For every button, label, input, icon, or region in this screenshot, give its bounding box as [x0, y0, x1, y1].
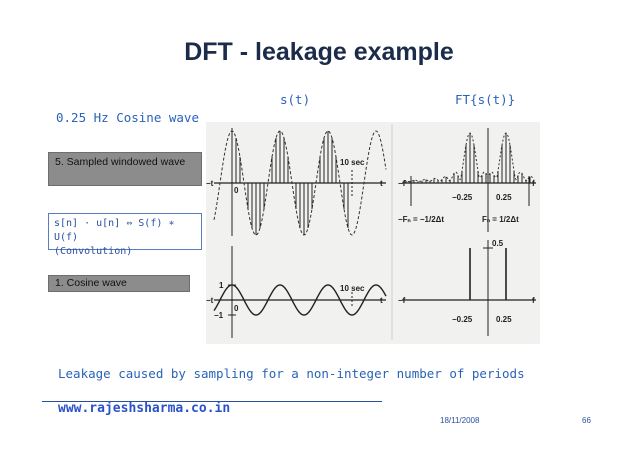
top-freq-sinc-envelope — [404, 132, 535, 183]
bottom-time-plot: 10 sec −t t 0 1 −1 — [206, 246, 387, 338]
bottom-time-minus-one: −1 — [214, 311, 224, 320]
bottom-freq-neg-f-label: −f — [398, 296, 406, 305]
bottom-time-one: 1 — [219, 281, 224, 290]
top-freq-pos-tick: 0.25 — [496, 193, 512, 202]
top-freq-neg-tick: −0.25 — [452, 193, 473, 202]
convolution-label: (Convolution) — [54, 246, 133, 257]
convolution-box: s[n] · u[n] ⇔ S(f) ∗ U(f) (Convolution) — [48, 213, 202, 257]
slide-title: DFT - leakage example — [184, 38, 454, 66]
top-time-neg-label: −t — [206, 179, 214, 188]
top-time-marker: 10 sec — [340, 158, 365, 167]
footer-divider — [42, 401, 382, 402]
top-time-plot: 10 sec −t t 0 — [206, 128, 387, 236]
bottom-freq-neg-tick: −0.25 — [452, 315, 473, 324]
convolution-formula: s[n] · u[n] ⇔ S(f) ∗ U(f) — [54, 218, 175, 243]
leakage-note: Leakage caused by sampling for a non-int… — [58, 366, 525, 381]
top-time-t-label: t — [380, 179, 383, 188]
top-time-samples — [235, 131, 349, 235]
slide-subtitle: 0.25 Hz Cosine wave — [56, 110, 199, 125]
bottom-freq-pos-tick: 0.25 — [496, 315, 512, 324]
top-freq-neg-f-label: −f — [398, 179, 406, 188]
top-time-zero: 0 — [234, 186, 239, 195]
page-number: 66 — [582, 416, 591, 425]
bottom-time-t-label: t — [380, 296, 383, 305]
bottom-time-zero: 0 — [234, 304, 239, 313]
bottom-time-marker: 10 sec — [340, 284, 365, 293]
column-header-time: s(t) — [280, 92, 311, 107]
cosine-wave-label: 1. Cosine wave — [48, 275, 190, 292]
column-header-frequency: FT{s(t)} — [455, 92, 516, 107]
sampled-windowed-label: 5. Sampled windowed wave — [48, 152, 202, 186]
bottom-freq-peak-label: 0.5 — [492, 239, 504, 248]
top-freq-neg-nyquist: −Fₙ = −1/2Δt — [398, 215, 444, 224]
footer-date: 18/11/2008 — [440, 416, 480, 425]
bottom-time-neg-label: −t — [206, 296, 214, 305]
top-freq-plot: −f f −0.25 0.25 −Fₙ = −1/2Δt Fₙ = 1/2Δt — [398, 128, 536, 232]
top-freq-pos-nyquist: Fₙ = 1/2Δt — [482, 215, 519, 224]
footer-url[interactable]: www.rajeshsharma.co.in — [58, 401, 231, 416]
figure-background — [206, 122, 540, 344]
bottom-freq-plot: 0.5 −f f −0.25 0.25 — [398, 239, 536, 336]
top-freq-f-label: f — [532, 179, 535, 188]
top-freq-samples — [405, 133, 531, 183]
bottom-time-cosine-curve — [213, 284, 387, 316]
bottom-freq-f-label: f — [532, 296, 535, 305]
